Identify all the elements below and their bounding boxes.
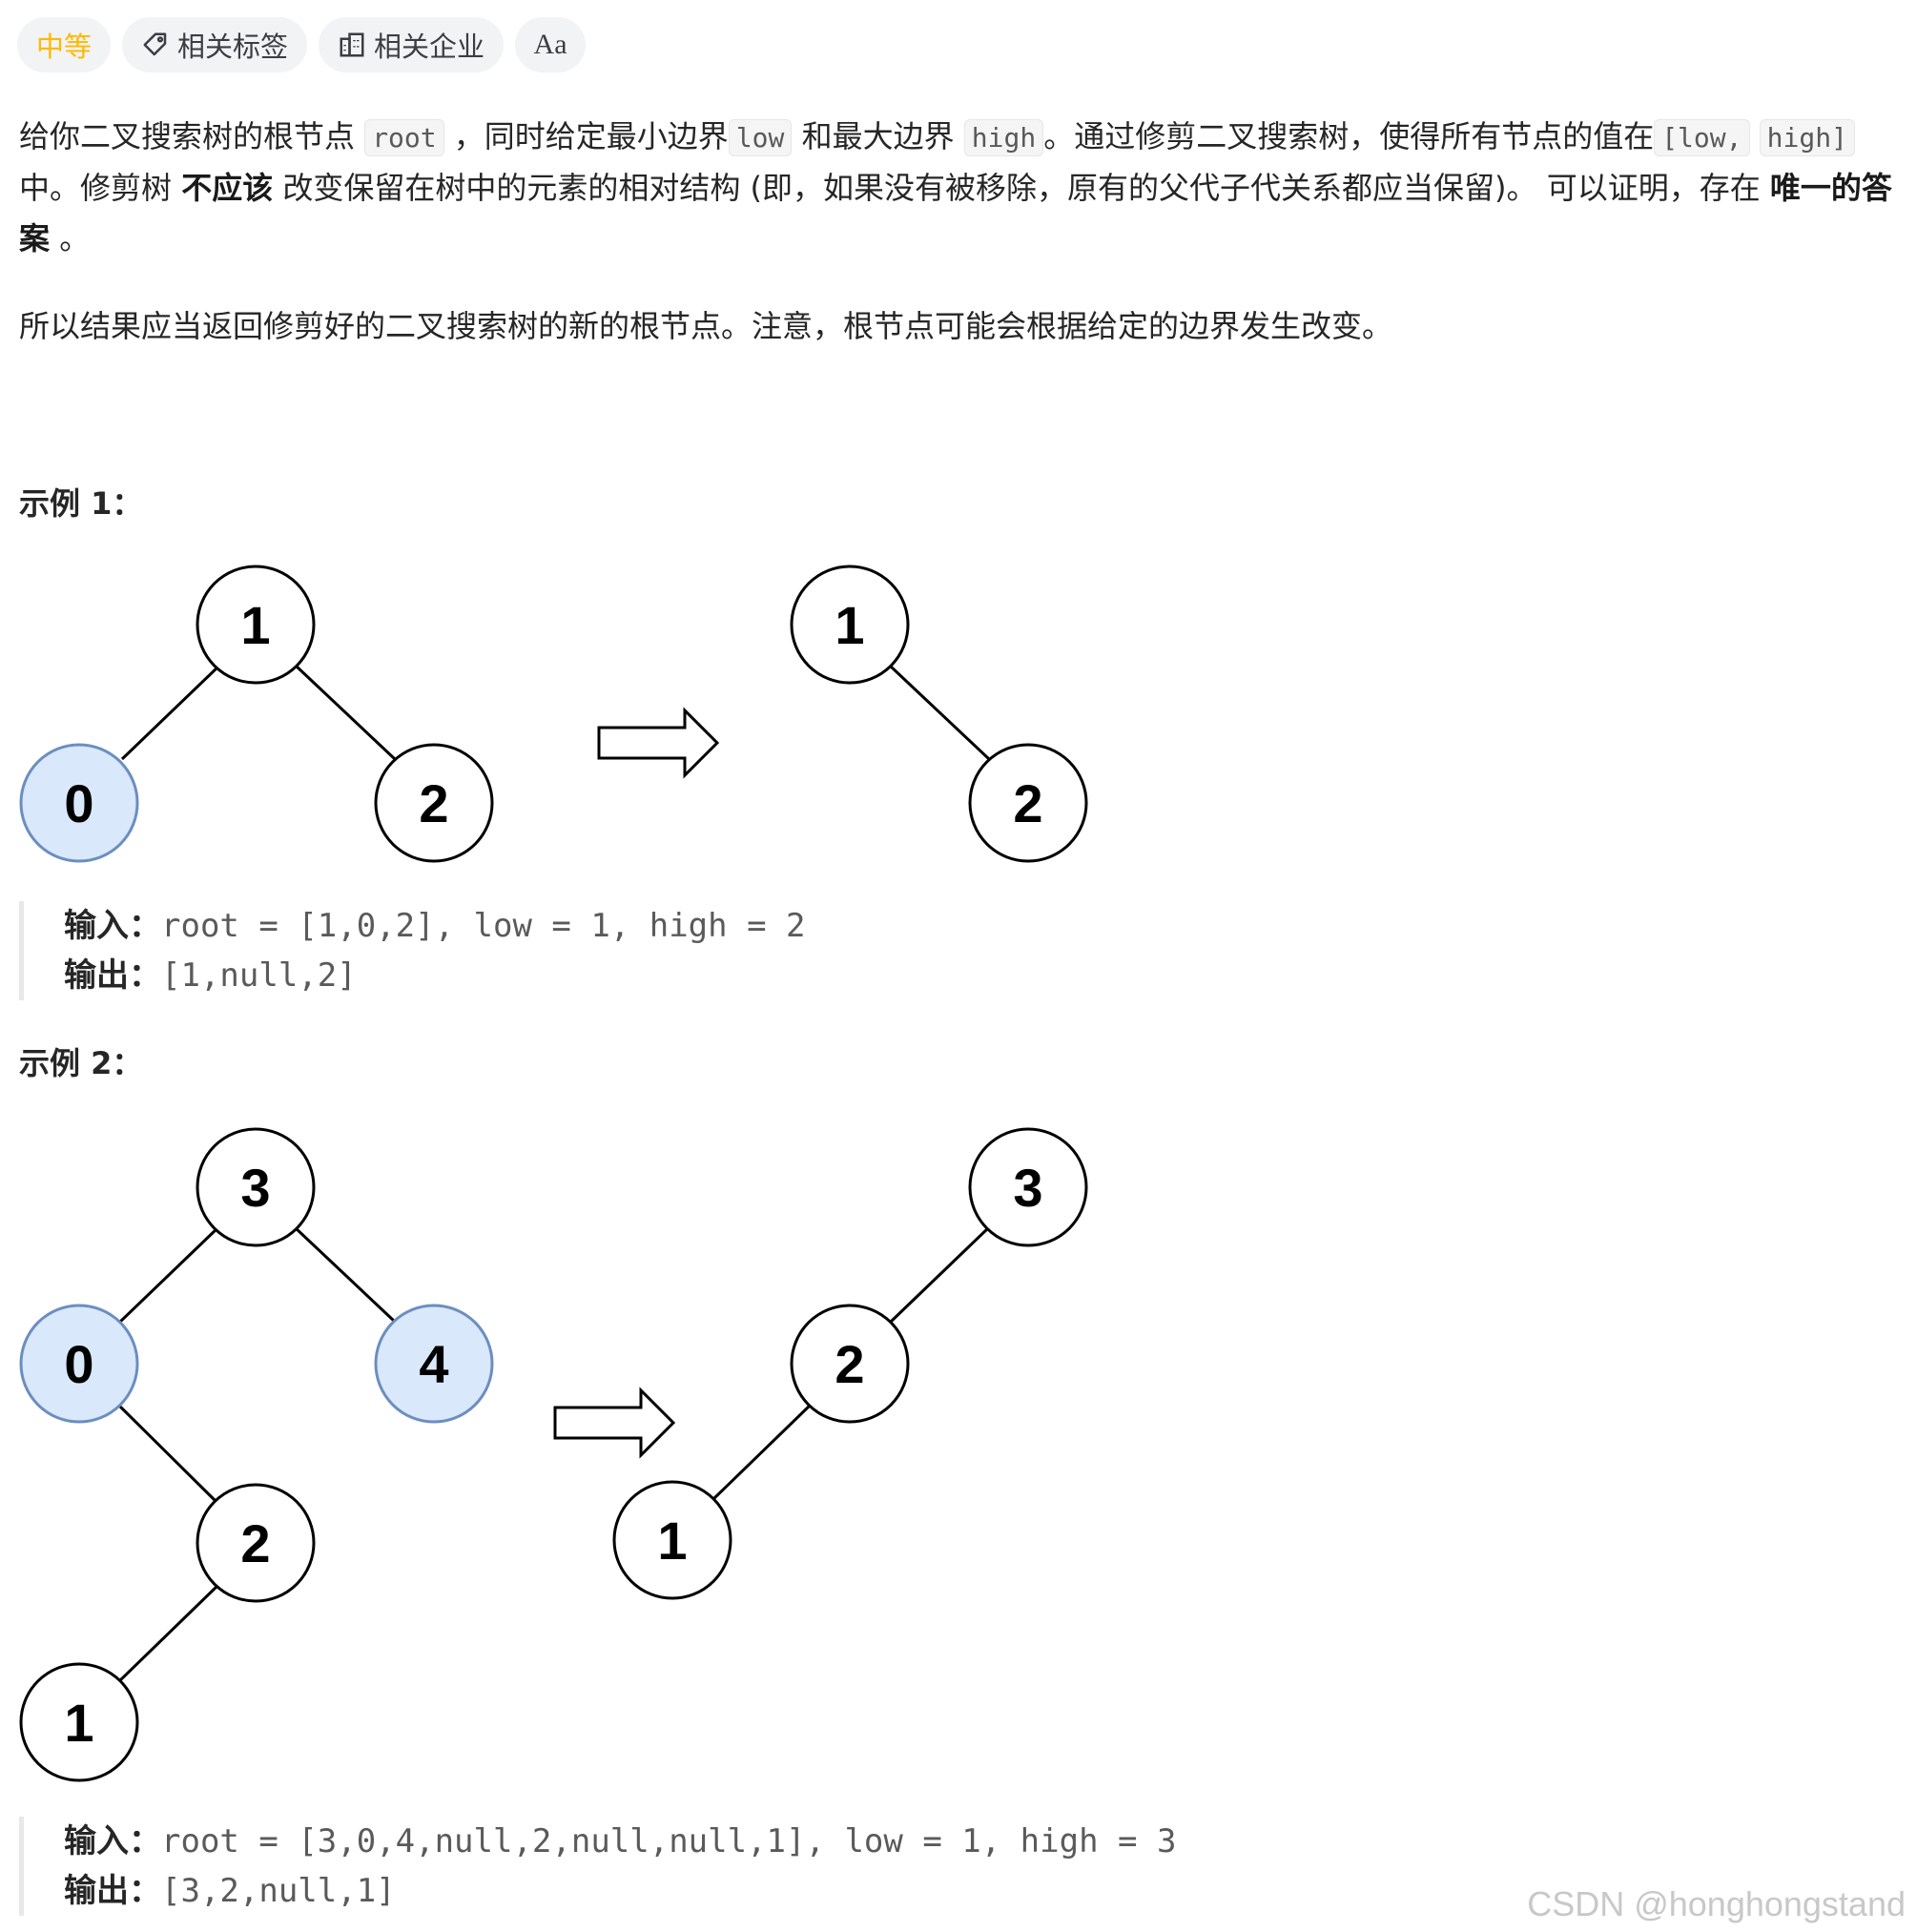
tree-node-removed: 4 (374, 1304, 494, 1424)
tree-node: 2 (374, 743, 494, 863)
difficulty-badge[interactable]: 中等 (17, 17, 112, 72)
example-2-io: 输入：root = [3,0,4,null,2,null,null,1], lo… (19, 1817, 1176, 1916)
code-low: low (728, 119, 793, 156)
tree-node: 1 (19, 1662, 139, 1782)
tree-node: 2 (790, 1304, 910, 1424)
code-range-end: high] (1759, 119, 1855, 156)
building-icon (340, 32, 364, 57)
related-companies-button[interactable]: 相关企业 (319, 17, 505, 72)
code-high: high (963, 119, 1044, 156)
edge (294, 1226, 397, 1324)
svg-text:0: 0 (64, 773, 93, 833)
tree-node: 2 (196, 1483, 316, 1603)
related-companies-label: 相关企业 (374, 31, 485, 63)
arrow-icon (597, 707, 720, 779)
related-tags-button[interactable]: 相关标签 (122, 17, 308, 72)
tree-node: 2 (968, 743, 1088, 863)
example-2-heading: 示例 2： (19, 1045, 143, 1081)
example-1-output: 输出：[1,null,2] (64, 956, 357, 995)
translate-icon: Aa (533, 29, 567, 60)
svg-text:2: 2 (1013, 773, 1042, 833)
edge (711, 1403, 813, 1501)
example-1-io: 输入：root = [1,0,2], low = 1, high = 2 输出：… (19, 901, 806, 1000)
svg-text:0: 0 (64, 1334, 93, 1394)
edge (116, 1403, 217, 1503)
tree-node: 1 (612, 1480, 732, 1600)
svg-text:2: 2 (240, 1513, 270, 1573)
code-root: root (364, 119, 444, 156)
code-range-start: [low, (1654, 119, 1750, 156)
svg-text:2: 2 (835, 1334, 864, 1394)
svg-text:4: 4 (419, 1334, 448, 1394)
bold-not-should: 不应该 (181, 170, 274, 206)
tag-bar: 中等 相关标签 相关企业 Aa (17, 17, 587, 72)
example-2-figure: 3 0 4 2 1 3 2 1 (19, 1127, 1088, 1782)
example-1-figure: 1 0 2 1 2 (19, 565, 1088, 863)
tree-node-removed: 0 (19, 743, 139, 863)
example-1-heading: 示例 1： (19, 485, 143, 522)
edge (118, 1584, 219, 1682)
related-tags-label: 相关标签 (177, 31, 289, 63)
svg-text:3: 3 (240, 1158, 270, 1218)
svg-text:2: 2 (419, 773, 448, 833)
description-paragraph-2: 所以结果应当返回修剪好的二叉搜索树的新的根节点。注意，根节点可能会根据给定的边界… (19, 308, 1393, 344)
svg-text:1: 1 (657, 1511, 687, 1571)
example-2-output: 输出：[3,2,null,1] (64, 1872, 396, 1910)
tree-node-removed: 0 (19, 1304, 139, 1424)
tag-icon (143, 32, 167, 56)
translate-button[interactable]: Aa (515, 17, 587, 72)
edge (120, 664, 221, 761)
svg-text:1: 1 (64, 1693, 93, 1753)
svg-text:1: 1 (240, 595, 270, 655)
edge (888, 664, 991, 761)
svg-text:1: 1 (835, 595, 864, 655)
example-2-input: 输入：root = [3,0,4,null,2,null,null,1], lo… (64, 1822, 1177, 1860)
watermark: CSDN @honghongstand (1527, 1884, 1906, 1923)
edge (889, 1226, 990, 1324)
tree-node: 1 (790, 565, 910, 685)
tree-node: 3 (196, 1127, 316, 1247)
tree-node: 1 (196, 565, 316, 685)
example-1-input: 输入：root = [1,0,2], low = 1, high = 2 (64, 907, 806, 945)
edge (294, 664, 397, 761)
arrow-icon (553, 1387, 676, 1459)
difficulty-label: 中等 (36, 31, 93, 63)
tree-node: 3 (968, 1127, 1088, 1247)
svg-text:3: 3 (1013, 1158, 1042, 1218)
bold-unique-answer: 唯一的答案 (19, 170, 1892, 257)
edge (118, 1226, 219, 1324)
